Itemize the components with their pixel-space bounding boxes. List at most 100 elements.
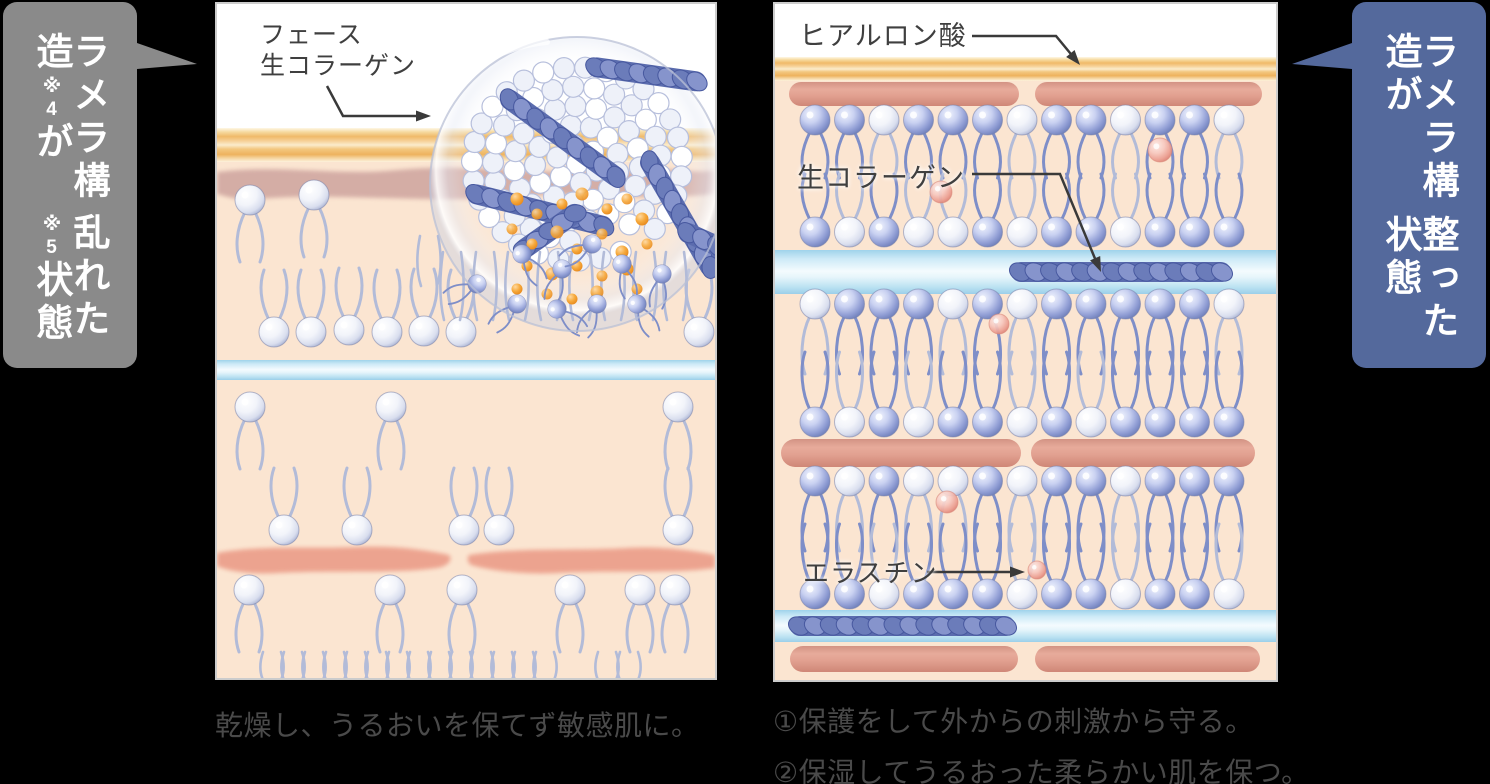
lipid-molecule xyxy=(972,522,1003,610)
lipid-molecule xyxy=(1179,350,1210,438)
lipid-molecule xyxy=(834,288,865,376)
lipid-molecule xyxy=(972,172,1003,248)
water-layer-band xyxy=(217,360,715,380)
lipid-molecule xyxy=(903,465,934,553)
lipid-molecule xyxy=(1041,172,1072,248)
lipid-molecule xyxy=(547,299,589,337)
face-collagen-label-line2: 生コラーゲン xyxy=(260,51,417,80)
lipid-molecule xyxy=(558,234,602,268)
elastin-sphere xyxy=(1147,137,1173,163)
lipid-molecule xyxy=(1041,350,1072,438)
left-panel-damaged-structure: フェース 生コラーゲン xyxy=(215,2,717,680)
lipid-molecule xyxy=(1179,522,1210,610)
right-caption-line1: ①保護をして外からの刺激から守る。 xyxy=(773,706,1254,737)
right-bubble-pointer-icon xyxy=(1292,43,1352,69)
lipid-molecule xyxy=(448,466,480,546)
right-caption-line2: ②保湿してうるおった柔らかい肌を保つ。 xyxy=(773,757,1310,784)
lipid-molecule xyxy=(1144,288,1176,376)
left-caption: 乾燥し、うるおいを保てず敏感肌に。 xyxy=(215,710,700,741)
lipid-molecule xyxy=(446,574,478,654)
face-collagen-label: フェース 生コラーゲン xyxy=(260,20,416,81)
lipid-molecule xyxy=(659,574,691,654)
lipid-molecule xyxy=(341,466,373,546)
lipid-molecule xyxy=(972,104,1003,180)
left-panel-illustration xyxy=(217,4,715,678)
bottom-tail-stubs xyxy=(259,650,642,678)
lipid-molecule xyxy=(333,266,365,346)
collagen-fiber-capsule xyxy=(790,646,1018,672)
lipid-molecule xyxy=(868,288,900,376)
lipid-molecule xyxy=(483,466,515,546)
left-state-line1-sup: ※4 xyxy=(41,75,62,122)
lipid-molecule xyxy=(903,522,934,610)
lipid-molecule xyxy=(903,350,934,438)
left-bubble-pointer-icon xyxy=(137,43,197,69)
lipid-molecule xyxy=(868,522,900,610)
bilayer-2 xyxy=(799,288,1245,438)
face-collagen-arrow xyxy=(325,85,431,122)
lipid-molecule xyxy=(799,465,831,553)
right-state-line2: 整った状態 xyxy=(1380,215,1458,345)
lipid-molecule xyxy=(1110,465,1141,553)
lipid-molecule xyxy=(1006,172,1038,248)
lipid-molecule xyxy=(1179,172,1210,248)
lipid-molecule xyxy=(1144,172,1176,248)
lipid-molecule xyxy=(1110,522,1141,610)
damaged-pink-streaks xyxy=(217,546,715,574)
left-state-line2-sup: ※5 xyxy=(41,212,62,260)
lipid-molecule xyxy=(1179,288,1210,376)
left-state-line2: 乱れた※5状態 xyxy=(31,212,109,368)
elastin-arrow xyxy=(927,566,1025,578)
lipid-molecule xyxy=(1041,288,1072,376)
left-state-line1-main: ラメラ構造 xyxy=(31,32,109,204)
collagen-rope xyxy=(1008,262,1234,282)
lipid-molecule xyxy=(972,350,1003,438)
face-collagen-label-line1: フェース xyxy=(260,21,363,49)
lipid-molecule xyxy=(1075,350,1107,438)
lipid-molecule xyxy=(1075,288,1107,376)
lipid-molecule xyxy=(799,350,831,438)
lipid-molecule xyxy=(1006,465,1038,553)
lipid-molecule xyxy=(1144,465,1176,553)
lipid-molecule xyxy=(1144,350,1176,438)
scattered-small-lipids xyxy=(442,234,672,339)
elastin-sphere xyxy=(988,313,1010,335)
right-state-text: ラメラ構造が 整った状態 xyxy=(1377,32,1461,368)
lipid-molecule xyxy=(799,172,831,248)
right-panel-illustration xyxy=(775,4,1276,680)
left-state-line2-tail: 状態 xyxy=(31,259,72,346)
lipid-molecule xyxy=(662,391,694,471)
lipid-molecule xyxy=(1006,288,1038,376)
lipid-molecule xyxy=(1075,465,1107,553)
lipid-molecule xyxy=(234,184,266,264)
left-state-text: ラメラ構造※4が 乱れた※5状態 xyxy=(28,32,112,368)
lipid-molecule xyxy=(258,268,290,348)
capsule-row-2 xyxy=(781,439,1255,467)
lipid-molecule xyxy=(1213,172,1245,248)
lipid-molecule xyxy=(371,268,403,348)
bilayer-3 xyxy=(799,465,1245,610)
lipid-molecule xyxy=(834,522,865,610)
lipid-molecule xyxy=(1213,350,1245,438)
lipid-molecule xyxy=(799,288,831,376)
elastin-sphere xyxy=(929,180,953,204)
lipid-molecule xyxy=(972,465,1003,553)
face-collagen-sphere xyxy=(416,36,715,339)
lipid-molecule xyxy=(233,574,265,654)
lower-lipid-layer xyxy=(233,391,694,654)
lipid-molecule xyxy=(834,350,865,438)
right-state-bubble: ラメラ構造が 整った状態 xyxy=(1352,2,1486,368)
lipid-molecule xyxy=(624,574,656,654)
collagen-rope xyxy=(585,57,708,92)
lipid-molecule xyxy=(868,172,900,248)
lipid-molecule xyxy=(937,522,969,610)
lipid-molecule xyxy=(543,259,572,305)
hyaluronic-acid-label: ヒアルロン酸 xyxy=(799,21,967,51)
elastin-spheres xyxy=(929,137,1173,580)
lipid-molecule xyxy=(1006,522,1038,610)
lipid-molecule xyxy=(554,574,586,654)
elastin-sphere xyxy=(1027,560,1047,580)
left-state-line2-main: 乱れた xyxy=(68,212,109,342)
lipid-molecule xyxy=(576,294,607,339)
